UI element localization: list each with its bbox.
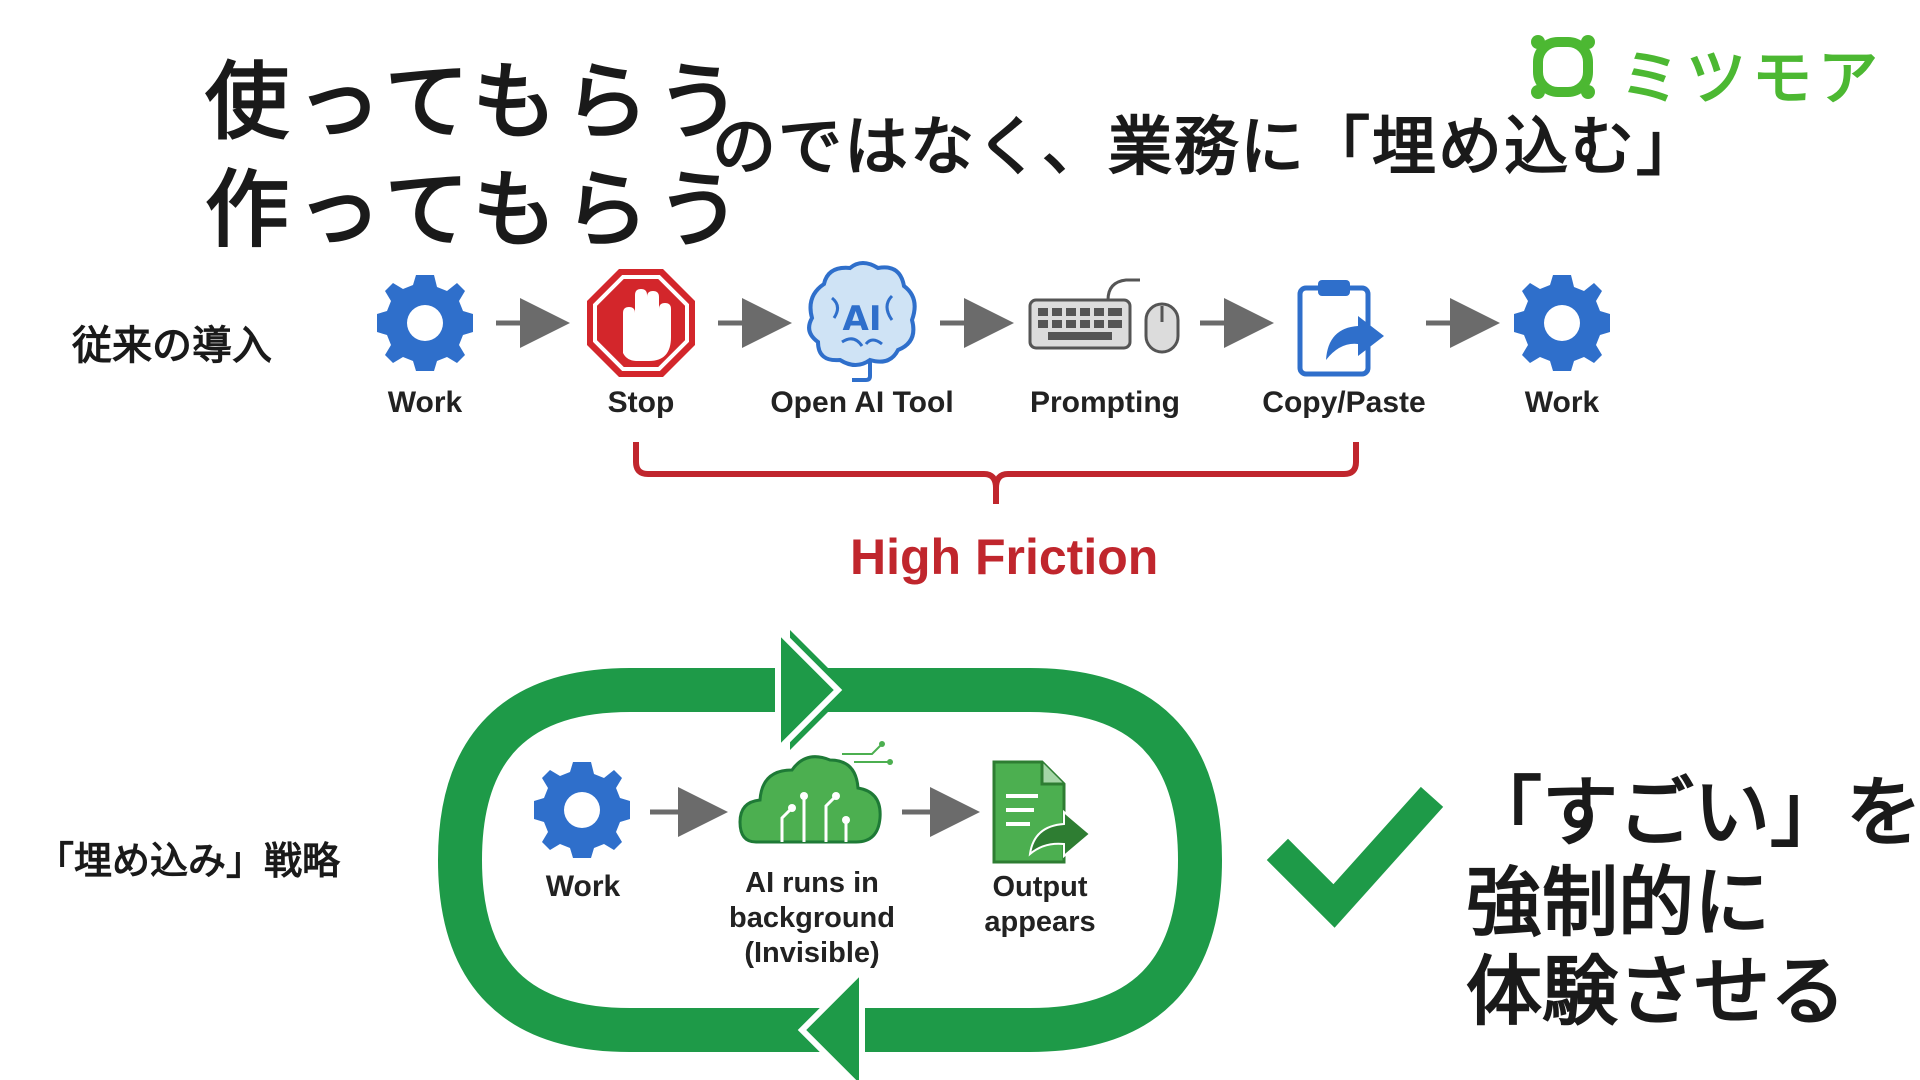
svg-text:AI: AI [843,299,882,339]
checkmark-icon [1266,786,1444,928]
step-label: Output appears [960,870,1120,940]
step-label: Work [545,870,621,903]
step-label: Copy/Paste [1262,386,1426,419]
struck-line-1: 使ってもらう [205,53,749,151]
step-label: AI runs in background (Invisible) [712,866,912,970]
step-label: Work [1524,386,1600,419]
clover-logo-icon [1531,35,1595,99]
traditional-row-label: 従来の導入 [72,323,272,369]
loop-track [437,668,1223,1052]
keyboard-mouse-icon [1028,278,1180,354]
message-text: 「すごい」を 強制的に 体験させる [1466,768,1920,1037]
clipboard-share-icon [1297,280,1384,377]
ai-cloud-icon [738,741,893,844]
document-output-icon [992,760,1092,864]
message-line: 「すごい」を [1466,768,1920,857]
step-label: Work [387,386,463,419]
message-line: 体験させる [1466,947,1846,1037]
embedded-row-label: 「埋め込み」戦略 [36,839,341,883]
friction-brace [633,442,1359,504]
headline-main: のではなく、業務に「埋め込む」 [712,111,1702,185]
gear-icon [534,762,630,858]
step-label-line: background [729,901,895,934]
step-label-line: Output [992,871,1088,903]
brand-name: ミツモア [1620,44,1884,114]
stop-hand-icon [587,269,695,377]
step-label: Stop [607,386,675,419]
high-friction-label: High Friction [850,529,1159,585]
ai-brain-icon: AI [807,261,917,382]
step-label: Open AI Tool [770,386,954,419]
message-line: 強制的に [1466,857,1770,947]
struck-line-2: 作ってもらう [205,161,749,259]
step-label: Prompting [1030,386,1180,419]
step-label-line: (Invisible) [744,936,880,969]
step-label-line: appears [984,905,1096,938]
step-label-line: AI runs in [745,867,879,899]
brand-logo: ミツモア [1528,28,1898,114]
loop-arrowhead [797,962,865,1080]
